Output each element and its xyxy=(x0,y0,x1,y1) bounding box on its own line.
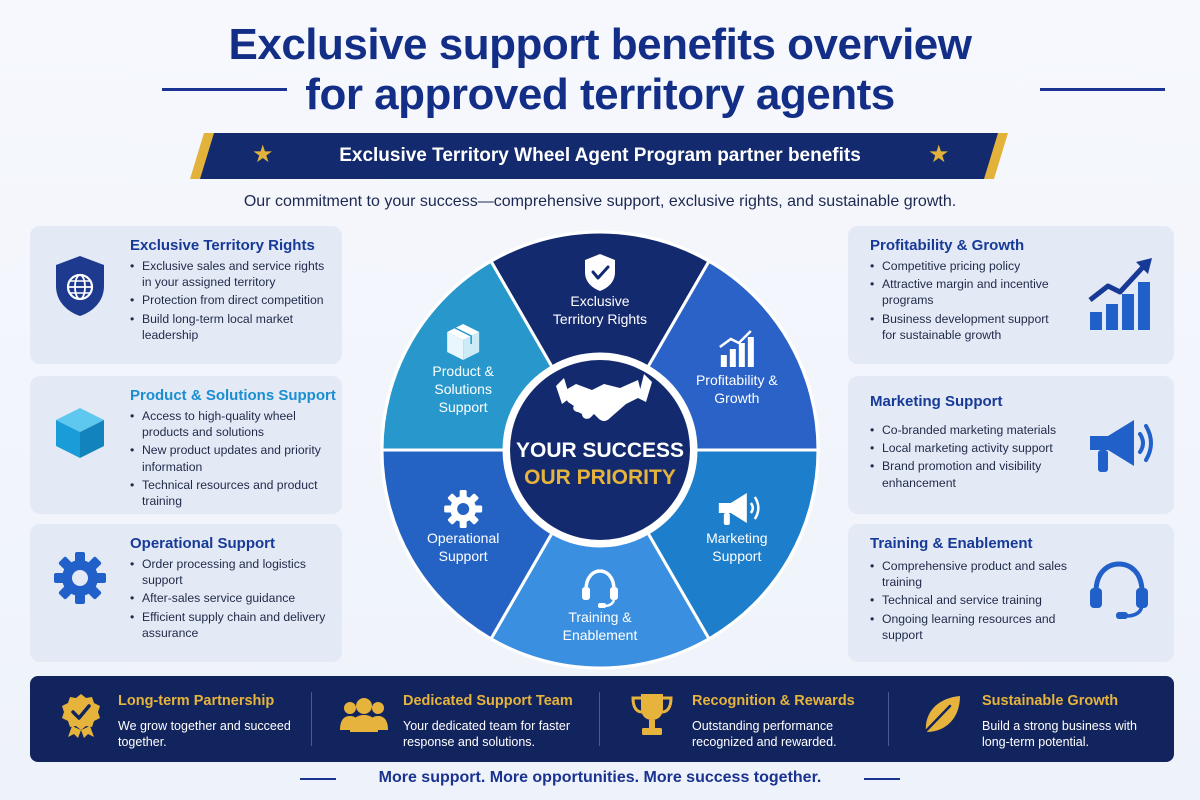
team-icon xyxy=(340,698,388,732)
bullet-item: Technical resources and product training xyxy=(130,477,330,509)
bottom-divider xyxy=(311,692,312,746)
bullet-item: After-sales service guidance xyxy=(130,590,330,606)
card-training-enablement: Training & Enablement Comprehensive prod… xyxy=(848,524,1174,662)
bullet-item: Co-branded marketing materials xyxy=(870,422,1070,438)
card-heading: Product & Solutions Support xyxy=(130,387,336,404)
tagline-left-rule xyxy=(300,778,336,780)
shield-check-icon xyxy=(585,254,615,291)
card-profitability-growth: Profitability & Growth Competitive prici… xyxy=(848,226,1174,364)
gear-icon xyxy=(54,552,106,604)
card-bullets: Exclusive sales and service rights in yo… xyxy=(130,258,330,345)
bottom-item-heading: Dedicated Support Team xyxy=(403,693,573,709)
wheel-segment-label: Marketing xyxy=(706,530,767,546)
card-product-solutions-support: Product & Solutions Support Access to hi… xyxy=(30,376,342,514)
title-line-1: Exclusive support benefits overview xyxy=(228,20,972,69)
card-heading: Marketing Support xyxy=(870,393,1003,410)
card-bullets: Competitive pricing policy Attractive ma… xyxy=(870,258,1066,345)
bottom-item-heading: Long-term Partnership xyxy=(118,693,275,709)
badge-check-icon xyxy=(62,694,100,738)
wheel-segment-label: Growth xyxy=(714,390,759,406)
wheel-segment-label: Product & xyxy=(432,363,494,379)
tagline-right-rule xyxy=(864,778,900,780)
tagline: More support. More opportunities. More s… xyxy=(378,769,822,786)
trophy-icon xyxy=(631,694,673,735)
bar-chart-icon xyxy=(719,330,754,367)
handshake-icon xyxy=(556,374,652,421)
bottom-item-text: Outstanding performance recognized and r… xyxy=(692,719,837,749)
bullet-item: Brand promotion and visibility enhanceme… xyxy=(870,458,1070,490)
center-line-1: YOUR SUCCESS xyxy=(516,439,684,462)
bottom-divider xyxy=(599,692,600,746)
card-heading: Operational Support xyxy=(130,535,276,552)
center-disc xyxy=(510,360,690,540)
bottom-benefits-bar xyxy=(30,676,1174,762)
megaphone-icon xyxy=(1090,420,1153,472)
bottom-item-text: Build a strong business with long-term p… xyxy=(982,719,1137,749)
page-title: Exclusive support benefits overview for … xyxy=(0,20,1200,120)
title-left-rule xyxy=(162,88,287,91)
bottom-item-text: We grow together and succeed together. xyxy=(118,719,291,749)
banner-text: Exclusive Territory Wheel Agent Program … xyxy=(339,145,861,166)
bottom-divider xyxy=(888,692,889,746)
title-line-2: for approved territory agents xyxy=(305,70,895,119)
card-heading: Exclusive Territory Rights xyxy=(130,237,315,254)
card-exclusive-territory-rights: Exclusive Territory Rights Exclusive sal… xyxy=(30,226,342,364)
subtitle: Our commitment to your success—comprehen… xyxy=(243,193,957,210)
growth-chart-icon xyxy=(1088,258,1152,330)
wheel-segment-label: Exclusive xyxy=(570,293,629,309)
bullet-item: Technical and service training xyxy=(870,592,1070,608)
bullet-item: Local marketing activity support xyxy=(870,440,1070,456)
card-heading: Profitability & Growth xyxy=(870,237,1025,254)
shield-globe-icon xyxy=(56,256,104,316)
bottom-item-partnership: Long-term Partnership We grow together a… xyxy=(60,676,300,762)
box-icon xyxy=(447,324,480,360)
bottom-item-recognition: Recognition & Rewards Outstanding perfor… xyxy=(630,676,880,762)
headset-icon xyxy=(582,569,618,608)
card-bullets: Access to high-quality wheel products an… xyxy=(130,408,330,511)
banner-ribbon xyxy=(190,133,1008,179)
bottom-item-sustainable-growth: Sustainable Growth Build a strong busine… xyxy=(918,676,1168,762)
gear-icon xyxy=(444,490,483,528)
card-marketing-support: Marketing Support Co-branded marketing m… xyxy=(848,376,1174,514)
bottom-item-heading: Sustainable Growth xyxy=(982,693,1119,709)
leaf-icon xyxy=(920,696,960,736)
bullet-item: Competitive pricing policy xyxy=(870,258,1066,274)
bullet-item: Comprehensive product and sales training xyxy=(870,558,1070,590)
bullet-item: Attractive margin and incentive programs xyxy=(870,276,1066,308)
card-bullets: Comprehensive product and sales training… xyxy=(870,558,1070,645)
box-icon xyxy=(56,408,104,458)
bullet-item: Ongoing learning resources and support xyxy=(870,611,1070,643)
center-line-2: OUR PRIORITY xyxy=(524,466,676,489)
bullet-item: New product updates and priority informa… xyxy=(130,442,330,474)
bullet-item: Order processing and logistics support xyxy=(130,556,330,588)
wheel-segment-label: Territory Rights xyxy=(553,311,647,327)
megaphone-icon xyxy=(718,493,760,525)
bottom-item-text: Your dedicated team for faster response … xyxy=(403,719,570,749)
bullet-item: Protection from direct competition xyxy=(130,292,330,308)
bottom-item-heading: Recognition & Rewards xyxy=(692,693,855,709)
wheel-segment-label: Operational xyxy=(427,530,499,546)
wheel-segment-label: Support xyxy=(439,548,488,564)
card-heading: Training & Enablement xyxy=(870,535,1033,552)
headset-icon xyxy=(1090,561,1148,619)
wheel-segment-label: Profitability & xyxy=(696,372,778,388)
card-bullets: Order processing and logistics support A… xyxy=(130,556,330,643)
wheel-segment-label: Solutions xyxy=(434,381,492,397)
bullet-item: Efficient supply chain and delivery assu… xyxy=(130,609,330,641)
bullet-item: Business development support for sustain… xyxy=(870,311,1066,343)
wheel-segment-label: Enablement xyxy=(563,627,638,643)
bullet-item: Access to high-quality wheel products an… xyxy=(130,408,330,440)
wheel-segment-label: Support xyxy=(712,548,761,564)
bullet-item: Build long-term local market leadership xyxy=(130,311,330,343)
title-right-rule xyxy=(1040,88,1165,91)
bottom-item-support-team: Dedicated Support Team Your dedicated te… xyxy=(340,676,590,762)
card-operational-support: Operational Support Order processing and… xyxy=(30,524,342,662)
wheel-segment-label: Support xyxy=(439,399,488,415)
bullet-item: Exclusive sales and service rights in yo… xyxy=(130,258,330,290)
card-bullets: Co-branded marketing materials Local mar… xyxy=(870,422,1070,493)
wheel-segment-label: Training & xyxy=(568,609,632,625)
star-icon-left: ★ xyxy=(252,141,274,168)
star-icon-right: ★ xyxy=(928,141,950,168)
